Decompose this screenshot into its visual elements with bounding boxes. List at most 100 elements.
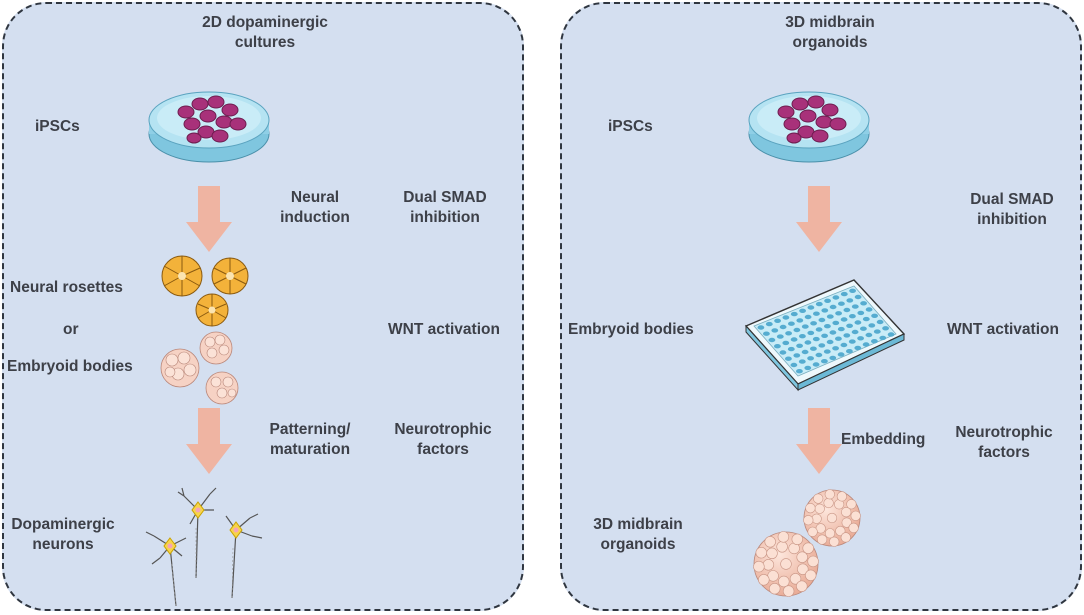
plate-well [832, 346, 839, 351]
organoid-cell [804, 569, 817, 582]
dopaminergic-neurons-icon [145, 487, 263, 607]
plate-well [804, 340, 812, 345]
plate-well [837, 352, 845, 357]
plate-well [790, 311, 798, 317]
neural-rosettes-icon [161, 255, 249, 327]
right-neurotrophic-line1: Neurotrophic [955, 424, 1053, 441]
plate-well [838, 301, 845, 306]
plate-well [826, 339, 834, 345]
organoid-cell [796, 580, 808, 592]
plate-well [765, 321, 773, 327]
plate-well [829, 330, 837, 335]
organoid-cell [848, 522, 859, 534]
plate-well [835, 336, 842, 341]
right-arrow-2 [796, 408, 842, 474]
plate-well [887, 332, 895, 337]
organoid-cell [789, 573, 802, 585]
plate-well [785, 331, 792, 336]
plate-well [804, 365, 812, 371]
plate-well [840, 342, 848, 348]
organoid-cell [846, 499, 857, 510]
right-neurotrophic-label: Neurotrophic factors [944, 423, 1064, 463]
right-organoids-label: 3D midbrain organoids [583, 515, 693, 555]
organoid-cell [776, 541, 788, 553]
organoid-cell [805, 502, 816, 514]
plate-well [849, 314, 856, 319]
organoid-cell [797, 563, 809, 575]
right-organoids-line2: organoids [600, 536, 676, 553]
organoid-cell [796, 551, 808, 563]
plate-well [821, 308, 829, 313]
plate-well [787, 346, 795, 352]
left-dopaminergic-line2: neurons [32, 536, 94, 553]
plate-well [826, 314, 834, 319]
plate-well [818, 317, 826, 323]
organoid-cell [803, 515, 814, 526]
plate-well [818, 343, 826, 348]
plate-well [815, 301, 823, 307]
left-patterning-line1: Patterning/ [269, 421, 351, 438]
plate-well [812, 336, 820, 342]
plate-well [757, 325, 765, 330]
plate-well [876, 319, 884, 325]
plate-well [871, 313, 878, 318]
midbrain-organoids-icon [753, 489, 861, 597]
well-plate-icon [744, 279, 906, 392]
left-neural-rosettes-label: Neural rosettes [10, 279, 123, 296]
plate-well [804, 314, 812, 320]
plate-well [851, 304, 859, 309]
left-embryoid-label: Embryoid bodies [7, 358, 133, 375]
left-patterning-label: Patterning/ maturation [255, 420, 365, 460]
plate-well [774, 344, 781, 349]
right-embedding-label: Embedding [841, 431, 926, 448]
right-embryoid-label: Embryoid bodies [568, 321, 694, 338]
plate-well [790, 337, 798, 342]
organoid-cell [780, 558, 792, 570]
left-neurotrophic-line1: Neurotrophic [394, 421, 492, 438]
right-title-line1: 3D midbrain [785, 14, 875, 31]
plate-well [865, 332, 873, 338]
left-neural-induction-label: Neural induction [270, 188, 360, 228]
plate-well [865, 307, 873, 312]
organoid-cell [840, 532, 851, 543]
left-neurotrophic-label: Neurotrophic factors [383, 420, 503, 460]
plate-well [846, 349, 853, 354]
plate-well [857, 310, 865, 316]
plate-well [815, 352, 823, 358]
left-wnt-label: WNT activation [388, 321, 500, 338]
plate-well [873, 329, 881, 334]
plate-well [854, 294, 862, 300]
organoid-cell [762, 559, 775, 571]
plate-well [854, 320, 862, 325]
left-title: 2D dopaminergic cultures [165, 13, 365, 53]
organoid-cell [824, 528, 836, 539]
left-petri-dish-icon [148, 91, 270, 163]
organoid-cell [755, 546, 768, 559]
organoid-cell [816, 534, 828, 545]
left-title-line2: cultures [234, 34, 296, 51]
organoid-cell [829, 536, 840, 547]
plate-well [857, 336, 864, 341]
plate-well [810, 346, 817, 351]
organoid-cell [824, 489, 835, 500]
plate-well [862, 342, 870, 347]
plate-well [832, 320, 840, 326]
plate-well [846, 298, 854, 303]
plate-well [807, 330, 815, 336]
right-ipscs-label: iPSCs [608, 118, 653, 135]
plate-well [785, 356, 792, 361]
organoid-cell [807, 555, 819, 568]
plate-well [821, 333, 828, 338]
right-dual-smad-label: Dual SMAD inhibition [962, 190, 1062, 230]
plate-well [837, 326, 845, 332]
organoid-cell [841, 517, 852, 528]
plate-well [843, 333, 851, 338]
right-dual-smad-line2: inhibition [977, 211, 1047, 228]
left-dopaminergic-line1: Dopaminergic [11, 516, 115, 533]
right-petri-dish-icon [748, 91, 870, 163]
plate-well [798, 359, 806, 364]
organoid-cell [778, 575, 790, 588]
plate-well [849, 288, 856, 293]
plate-well [776, 334, 784, 339]
plate-well [807, 356, 814, 361]
